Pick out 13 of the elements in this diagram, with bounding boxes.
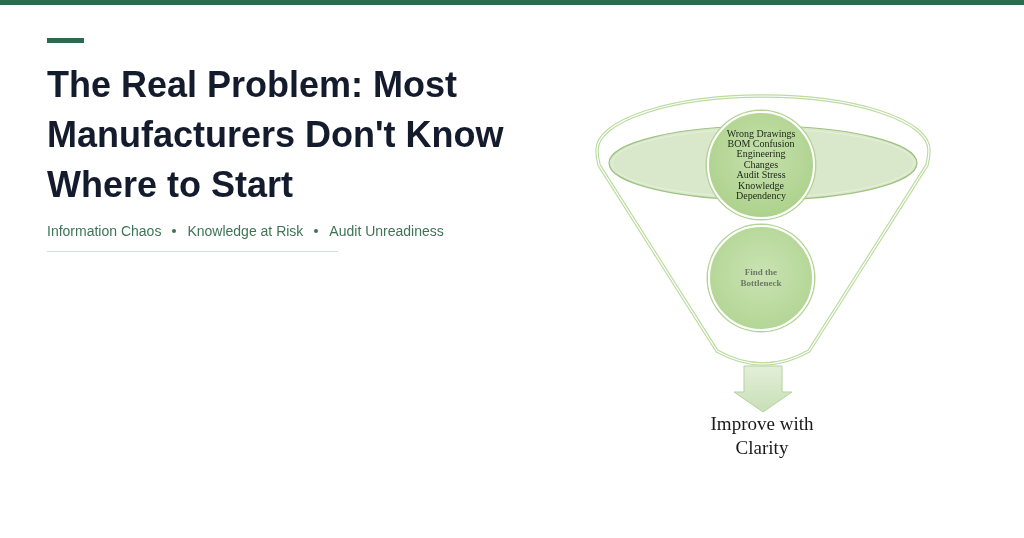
circle-text: Knowledge Dependency — [735, 180, 787, 202]
topic-label: Audit Unreadiness — [329, 222, 444, 241]
circle-text: BOM Confusion — [726, 139, 796, 150]
circle-text: Find the Bottleneck — [739, 267, 783, 289]
outcome-text: Improve with Clarity — [709, 412, 815, 460]
funnel-shape — [593, 93, 933, 366]
circle-text: Audit Stress — [735, 170, 787, 181]
circle-text: Wrong Drawings — [725, 128, 797, 139]
title: The Real Problem: Most Manufacturers Don't Know Where to Start — [47, 63, 505, 207]
circle-text: Engineering Changes — [735, 149, 787, 171]
topic-label: Knowledge at Risk — [187, 222, 304, 241]
topic-label: Information Chaos — [47, 222, 162, 241]
block-arrow — [733, 365, 793, 413]
